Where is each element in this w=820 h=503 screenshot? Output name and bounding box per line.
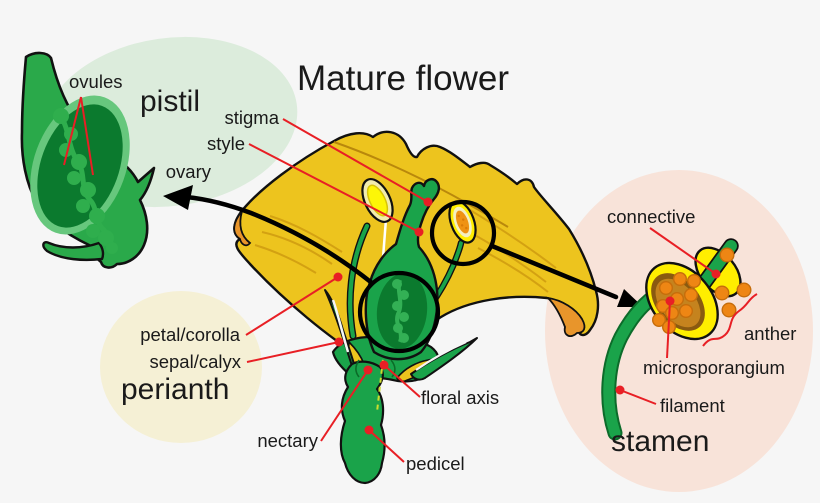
microsporangium-leader-line	[666, 300, 671, 359]
label-style: style	[207, 133, 245, 154]
sepal-leader-line	[246, 341, 340, 363]
label-ovules: ovules	[69, 71, 122, 92]
ovules-leader-line-a	[63, 96, 82, 166]
label-petal-corolla: petal/corolla	[140, 324, 240, 345]
label-ovary: ovary	[166, 161, 212, 182]
sepal-gap-highlight-right	[415, 340, 467, 371]
label-anther: anther	[744, 323, 796, 344]
stigma-leader-line	[282, 118, 429, 203]
sepal-dot	[334, 337, 344, 347]
leader-dots	[333, 197, 721, 435]
petal-seam	[333, 141, 509, 228]
label-floral-axis: floral axis	[421, 387, 499, 408]
nectary-leader-line	[320, 369, 369, 442]
connective-leader-line	[649, 227, 717, 275]
nectary-glands	[355, 359, 396, 378]
heading-perianth: perianth	[121, 373, 229, 406]
floral-axis-dot	[379, 360, 389, 370]
arrow-to-pistil-detail	[163, 185, 375, 286]
arrowhead-left	[163, 185, 193, 210]
label-connective: connective	[607, 206, 695, 227]
pistil-detail-appendage	[42, 241, 105, 262]
ovules-leader-line-b	[80, 96, 94, 176]
pedicel-leader-line	[368, 429, 405, 463]
pistil-detail-ovule-chain	[53, 108, 118, 254]
label-nectary: nectary	[257, 430, 318, 451]
diagram-title: Mature flower	[297, 59, 509, 98]
pedicel-stem	[339, 360, 386, 485]
leader-lines	[63, 96, 758, 463]
stamen-detail-filament	[603, 287, 665, 439]
perianth-region-circle	[100, 291, 262, 443]
petal-underside-left	[233, 210, 252, 247]
pedicel-dot	[364, 425, 374, 435]
petal-underside-right	[545, 296, 586, 338]
stigma-dot	[423, 197, 433, 207]
label-pedicel: pedicel	[406, 453, 465, 474]
pistil-detail-illustration	[20, 51, 156, 269]
ovary-interior	[376, 273, 428, 349]
label-microsporangium: microsporangium	[643, 357, 785, 378]
ovary-zoom-circle	[357, 270, 441, 354]
petal-dot	[333, 272, 343, 282]
anther-brace-squiggle	[702, 293, 758, 347]
stamen-detail-illustration	[601, 238, 752, 441]
filament-leader-line	[619, 389, 657, 405]
left-stamen-filament	[348, 223, 370, 339]
nectary-dot	[363, 365, 373, 375]
heading-stamen: stamen	[611, 425, 709, 458]
filament-dot	[615, 385, 625, 395]
loose-pollen-grains	[714, 247, 752, 318]
label-stigma: stigma	[225, 107, 280, 128]
label-sepal-calyx: sepal/calyx	[149, 351, 241, 372]
floral-axis-leader-line	[383, 364, 421, 398]
label-filament: filament	[660, 395, 725, 416]
style-dot	[414, 227, 424, 237]
sepal-gap-highlight-left	[331, 299, 350, 353]
anther-zoom-circle	[429, 199, 497, 267]
connective-dot	[711, 269, 721, 279]
heading-pistil: pistil	[140, 85, 200, 118]
ovules-in-ovary	[392, 279, 409, 343]
petal-leader-line	[245, 276, 339, 336]
microsporangium-dot	[665, 296, 675, 306]
style-leader-line	[248, 143, 420, 233]
right-stamen-anther	[448, 200, 477, 244]
